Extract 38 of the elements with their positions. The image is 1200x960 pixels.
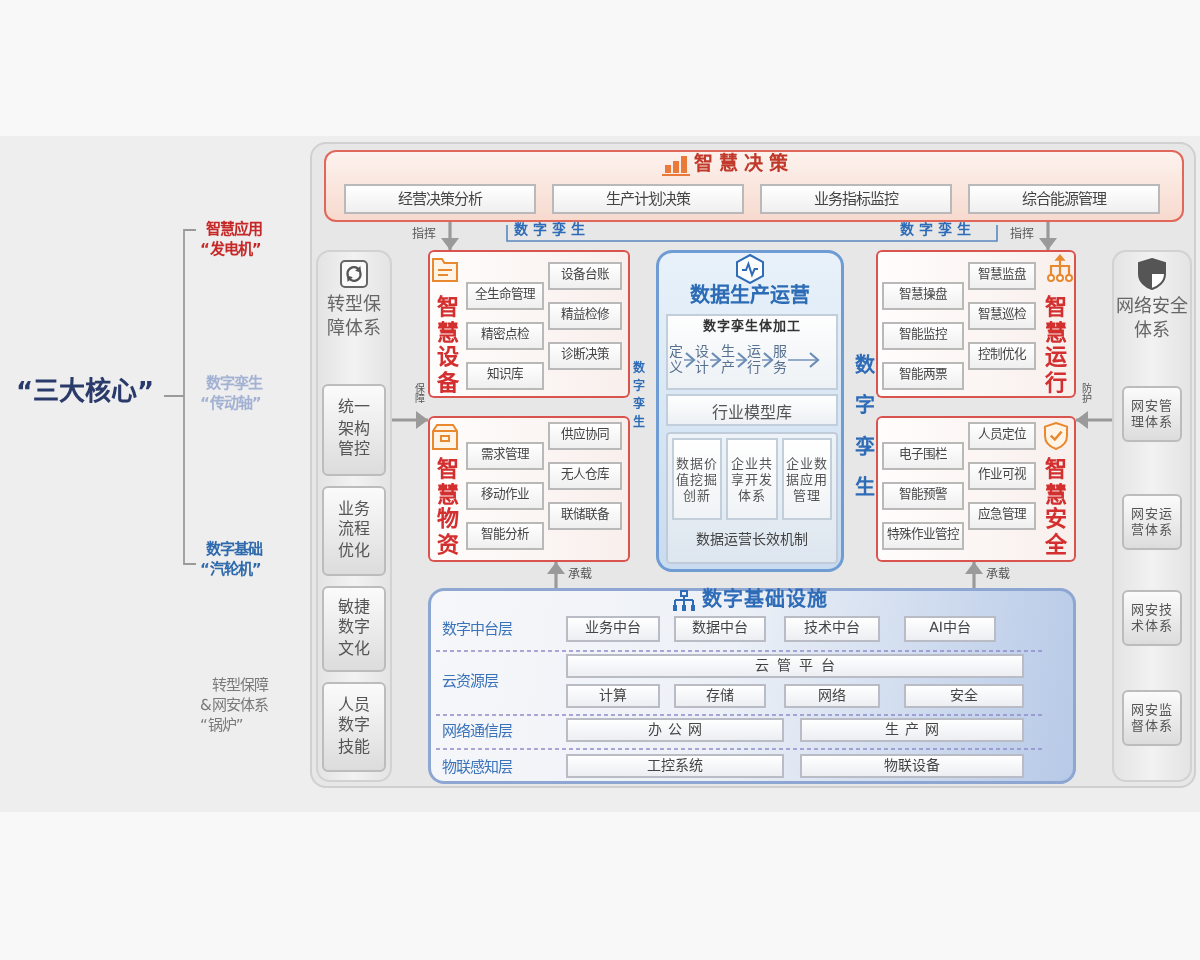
arrow <box>547 562 565 588</box>
module-panel <box>428 416 630 562</box>
process-box <box>666 314 838 390</box>
panel-title: 智慧设备 <box>436 296 460 396</box>
arrow <box>392 411 428 429</box>
panel-title: 数字基础设施 <box>702 590 828 612</box>
module-panel <box>428 250 630 398</box>
chevron-arrow <box>787 351 820 369</box>
chevron-arrow <box>735 351 748 369</box>
column-title: 网络安全体系 <box>1116 296 1188 344</box>
arrow <box>1039 222 1057 250</box>
core-heading: “三大核心” <box>16 377 155 407</box>
system-box: 人员数字技能 <box>322 682 386 772</box>
chevron-arrow <box>683 351 696 369</box>
side-column <box>1112 250 1192 782</box>
system-box: 业务流程优化 <box>322 486 386 576</box>
module-panel <box>876 416 1076 562</box>
panel-title: 智慧安全 <box>1044 458 1068 558</box>
module-panel <box>876 250 1076 398</box>
decision-panel <box>324 150 1184 222</box>
panel-title: 智慧运行 <box>1044 296 1068 396</box>
arrow <box>965 562 983 588</box>
column-title: 转型保障体系 <box>325 294 383 342</box>
panel-title: 智慧物资 <box>436 458 460 558</box>
arrow <box>441 222 459 250</box>
library-band: 行业模型库 <box>666 394 838 426</box>
chevron-arrow <box>709 351 722 369</box>
chevron-arrow <box>761 351 774 369</box>
arrow <box>1076 411 1112 429</box>
operations-panel <box>656 250 844 572</box>
system-box: 敏捷数字文化 <box>322 586 386 672</box>
panel-title: 数据生产运营 <box>688 286 812 308</box>
panel-title: 智慧决策 <box>694 154 794 176</box>
mechanism-box <box>666 432 838 564</box>
system-box: 统一架构管控 <box>322 384 386 476</box>
side-column <box>316 250 392 782</box>
infrastructure-panel <box>428 588 1076 784</box>
twin-label: 数字孪生 <box>854 351 875 504</box>
